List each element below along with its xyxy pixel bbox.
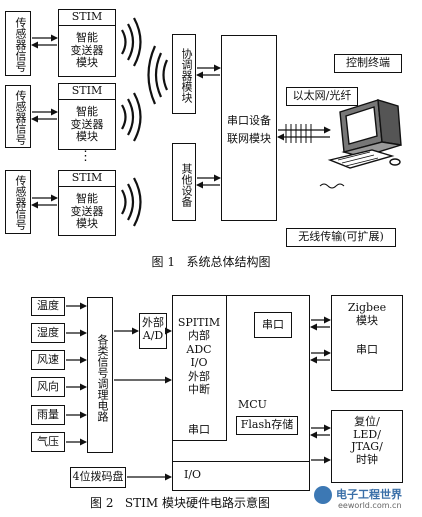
sensor-humidity xyxy=(31,323,65,343)
ethernet-box xyxy=(286,87,358,106)
mcu-peripheral-list: SPITIM 内部 ADC I/O 外部 中断 xyxy=(177,316,221,397)
sensor-label-2: 传感器信号 xyxy=(14,89,27,145)
sensor-temperature xyxy=(31,297,65,316)
control-terminal-label: 控制终端 xyxy=(346,56,390,69)
stim-body-1: 智能 变送器 模块 xyxy=(70,31,104,70)
stim-body-3: 智能 变送器 模块 xyxy=(70,192,104,231)
sensor-humidity-label: 湿度 xyxy=(37,326,59,339)
watermark-en: eeworld.com.cn xyxy=(338,501,402,510)
stim-title-3: STIM xyxy=(71,171,103,184)
wireless-label: 无线传输(可扩展) xyxy=(298,230,384,243)
stim-title-rule-2 xyxy=(58,99,116,100)
figure-2-caption: 图 2 STIM 模块硬件电路示意图 xyxy=(90,496,270,510)
ellipsis: ⋮ xyxy=(79,149,92,164)
mcu-io-label: I/O xyxy=(184,468,202,481)
flash-label: Flash存储 xyxy=(240,418,294,431)
coordinator-label: 协调器模块 xyxy=(180,47,193,103)
sensor-wind-direction xyxy=(31,377,65,397)
stim-module-3 xyxy=(58,170,116,236)
watermark-logo-icon xyxy=(314,486,332,504)
signal-conditioning-box xyxy=(87,297,113,453)
sensor-pressure-label: 气压 xyxy=(37,435,59,448)
sensor-box-3 xyxy=(5,170,31,234)
wireless-squiggle-icon xyxy=(319,183,345,189)
stim-module-1 xyxy=(58,9,116,77)
mcu-serial-inner-label: 串口 xyxy=(262,318,284,331)
zigbee-label: Zigbee 模块 xyxy=(347,301,387,327)
mcu-left-divider xyxy=(226,295,227,440)
wireless-waves-icon xyxy=(121,17,169,227)
dip-switch-label: 4位拨码盘 xyxy=(72,470,124,483)
sensor-wind-speed-label: 风速 xyxy=(37,353,59,366)
sensor-wind-speed xyxy=(31,350,65,370)
wireless-box xyxy=(286,228,396,247)
reset-block-box xyxy=(331,410,403,483)
external-ad-label: 外部 A/D xyxy=(142,316,164,342)
sensor-rainfall-label: 雨量 xyxy=(37,408,59,421)
stim-title-rule-1 xyxy=(58,25,116,26)
other-device-label: 其他设备 xyxy=(180,163,193,207)
figure-1-caption: 图 1 系统总体结构图 xyxy=(151,255,271,269)
stim-title-2: STIM xyxy=(71,84,103,97)
sensor-temperature-label: 温度 xyxy=(37,299,59,312)
sensor-box-2 xyxy=(5,85,31,148)
stim-body-2: 智能 变送器 模块 xyxy=(70,105,104,144)
zigbee-box xyxy=(331,295,403,391)
control-terminal-box xyxy=(334,54,402,73)
mcu-split-divider xyxy=(172,440,227,441)
stim-title-rule-3 xyxy=(58,186,116,187)
serial-server-label: 串口设备 联网模块 xyxy=(227,114,271,146)
mcu-serial-inner-box xyxy=(254,312,292,338)
sensor-label-3: 传感器信号 xyxy=(14,174,27,230)
cable-hatch-icon xyxy=(285,124,312,143)
stim-module-2 xyxy=(58,83,116,150)
reset-block-label: 复位/ LED/ JTAG/ 时钟 xyxy=(351,415,383,466)
sensor-pressure xyxy=(31,432,65,452)
sensor-box-1 xyxy=(5,11,31,76)
computer-icon xyxy=(327,99,402,169)
sensor-rainfall xyxy=(31,405,65,425)
mcu-serial-left: 串口 xyxy=(188,423,210,436)
mcu-bottom-divider xyxy=(172,461,310,462)
watermark-cn: 电子工程世界 xyxy=(336,488,402,501)
other-device-box xyxy=(172,143,196,221)
coordinator-box xyxy=(172,34,196,114)
stim-title-1: STIM xyxy=(71,10,103,23)
signal-conditioning-label: 各类信号调理电路 xyxy=(96,334,109,422)
flash-box xyxy=(236,416,298,435)
sensor-label-1: 传感器信号 xyxy=(14,16,27,72)
mcu-label: MCU xyxy=(238,398,267,411)
ethernet-label: 以太网/光纤 xyxy=(292,89,352,102)
zigbee-serial-label: 串口 xyxy=(356,343,378,356)
sensor-wind-direction-label: 风向 xyxy=(37,380,59,393)
serial-server-box xyxy=(221,35,277,221)
dip-switch-box xyxy=(70,467,126,488)
